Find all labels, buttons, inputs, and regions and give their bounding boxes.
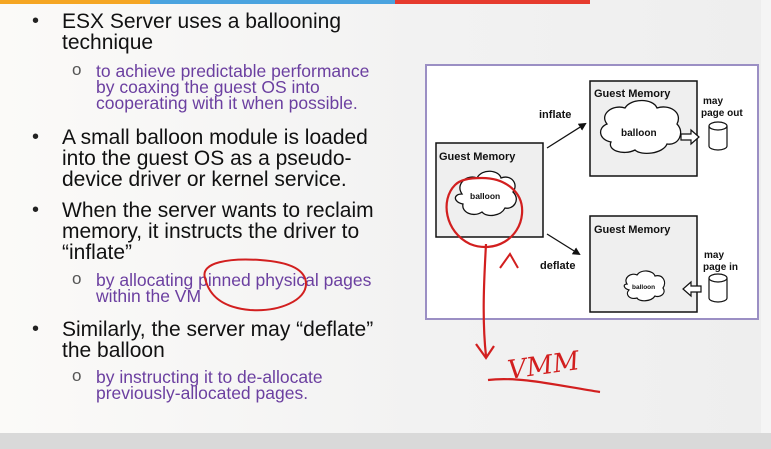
page-in-arrow-icon — [682, 280, 702, 298]
balloon-diagram-svg: Guest Memory balloon inflate deflate Gue… — [435, 80, 743, 313]
top-accent-orange — [0, 0, 150, 4]
top-accent-blue — [150, 0, 395, 4]
bullet-dot: • — [32, 318, 40, 340]
bottom-box-title: Guest Memory — [594, 224, 671, 236]
bullet-dot: • — [32, 199, 40, 221]
inflate-arrow — [546, 122, 587, 149]
balloon-diagram: Guest Memory balloon inflate deflate Gue… — [425, 64, 759, 320]
sub-bullet-line: within the VM — [96, 286, 202, 306]
disk-icon — [708, 121, 728, 151]
sub-bullet-line: by coaxing the guest OS into — [96, 77, 320, 97]
may-page-in-line2: page in — [703, 262, 738, 273]
bullet-dot: • — [32, 126, 40, 148]
top-balloon-cloud — [600, 99, 682, 155]
top-box-title: Guest Memory — [594, 88, 671, 100]
right-edge — [761, 0, 771, 449]
bullet-line: into the guest OS as a pseudo- — [62, 147, 352, 170]
bullet-line: Similarly, the server may “deflate” — [62, 318, 374, 341]
may-page-in-line1: may — [704, 250, 724, 261]
deflate-arrow — [546, 233, 581, 256]
sub-bullet-predictable: o to achieve predictable performance by … — [72, 61, 370, 113]
sub-bullet-pinned-pages: o by allocating pinned physical pages wi… — [72, 270, 371, 306]
bottom-edge — [0, 433, 771, 449]
sub-bullet-line: cooperating with it when possible. — [96, 93, 358, 113]
bullet-line: the balloon — [62, 339, 165, 362]
left-box-title: Guest Memory — [439, 151, 516, 163]
sub-bullet-ring: o — [72, 269, 82, 288]
bullet-ballooning: • ESX Server uses a ballooning technique — [32, 10, 341, 54]
bullet-balloon-module: • A small balloon module is loaded into … — [32, 126, 368, 191]
bullet-line: When the server wants to reclaim — [62, 199, 374, 222]
top-accent-red — [395, 0, 590, 4]
left-balloon-label: balloon — [470, 191, 500, 201]
bullet-dot: • — [32, 10, 40, 32]
may-page-out-line1: may — [703, 96, 723, 107]
bullet-line: memory, it instructs the driver to — [62, 220, 360, 243]
bottom-balloon-cloud — [623, 270, 666, 302]
sub-bullet-ring: o — [72, 366, 82, 385]
sub-bullet-ring: o — [72, 60, 82, 79]
bullet-line: “inflate” — [62, 241, 133, 264]
bullet-line: ESX Server uses a ballooning — [62, 10, 341, 33]
bullet-line: A small balloon module is loaded — [62, 126, 368, 149]
pointer-arrowhead-mark — [475, 343, 495, 360]
bottom-balloon-label: balloon — [632, 284, 655, 291]
sub-bullet-deallocate: o by instructing it to de-allocate previ… — [72, 367, 323, 403]
page-out-arrow-icon — [680, 128, 700, 146]
bullet-deflate: • Similarly, the server may “deflate” th… — [32, 318, 374, 362]
bullet-line: device driver or kernel service. — [62, 168, 347, 191]
may-page-out-line2: page out — [701, 108, 743, 119]
disk-icon — [708, 273, 728, 303]
sub-bullet-line: to achieve predictable performance — [96, 61, 370, 81]
sub-bullet-line: by instructing it to de-allocate — [96, 367, 323, 387]
bullet-reclaim-memory: • When the server wants to reclaim memor… — [32, 199, 374, 264]
vmm-handwriting: VMM — [506, 346, 583, 386]
vmm-underline-mark — [487, 377, 601, 394]
deflate-label: deflate — [540, 260, 575, 272]
inflate-label: inflate — [539, 109, 571, 121]
bullet-line: technique — [62, 31, 154, 54]
top-balloon-label: balloon — [621, 128, 657, 139]
sub-bullet-line: previously-allocated pages. — [96, 383, 309, 403]
bullet-list: • ESX Server uses a ballooning technique… — [32, 10, 374, 403]
